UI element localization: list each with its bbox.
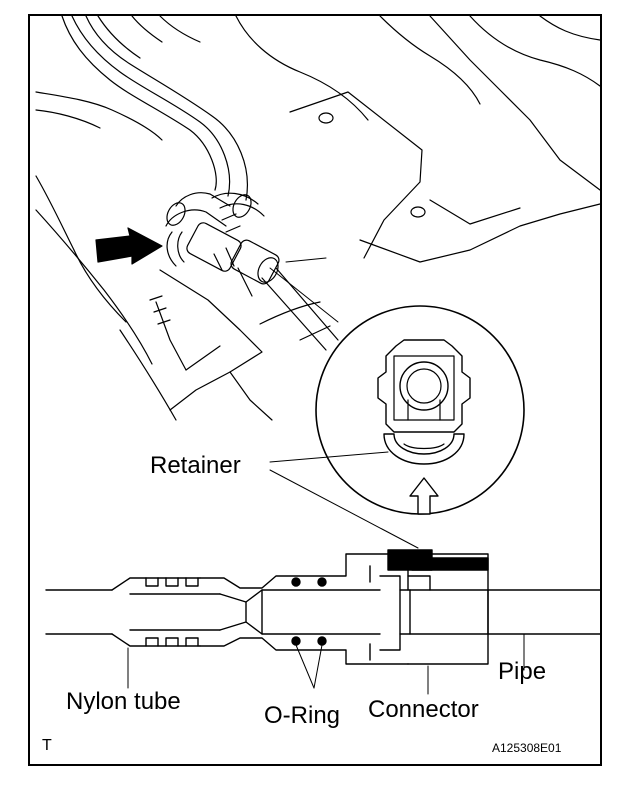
retainer-leaders (269, 451, 419, 549)
connector-cross-section (45, 549, 601, 665)
cross-section-leaders (127, 633, 525, 695)
vehicle-underbody-sketch (35, 15, 601, 421)
retainer-label: Retainer (150, 452, 241, 479)
figure-code: A125308E01 (492, 741, 562, 755)
nylon-tube-label: Nylon tube (66, 688, 181, 715)
o-ring-label: O-Ring (264, 702, 341, 729)
retainer-detail-callout (269, 257, 525, 515)
up-arrow-icon (409, 477, 439, 515)
pipe-label: Pipe (498, 658, 547, 685)
connector-label: Connector (368, 696, 479, 723)
direction-arrow-icon (95, 227, 163, 265)
corner-mark: T (42, 737, 52, 754)
